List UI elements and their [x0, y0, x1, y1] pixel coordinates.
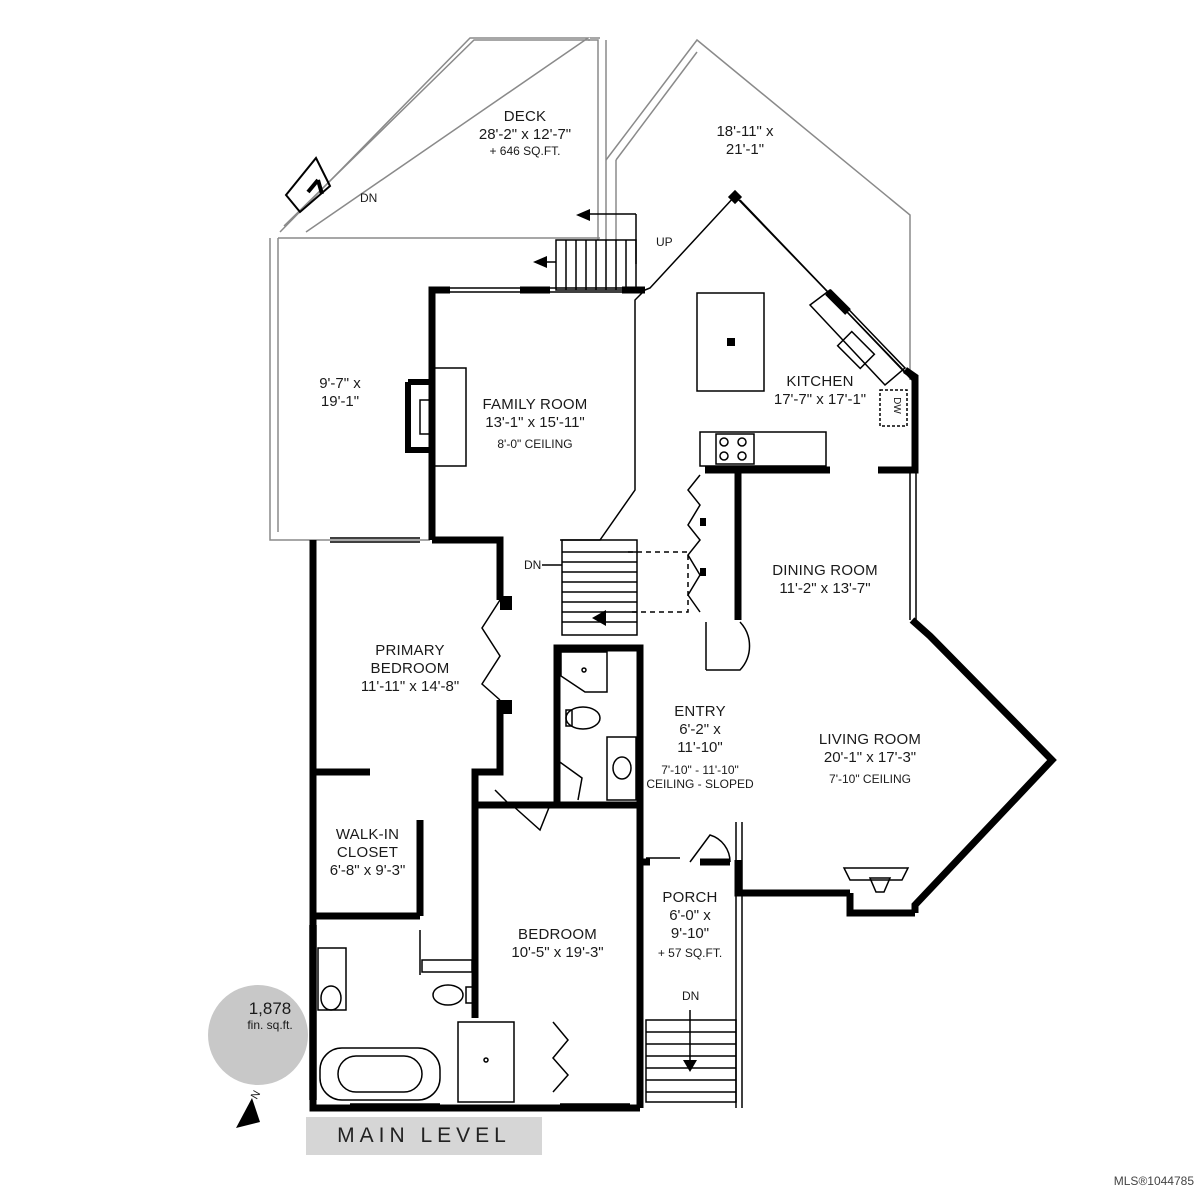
living-room-note: 7'-10" CEILING	[829, 772, 911, 786]
deck-up-label: UP	[656, 235, 673, 249]
deck-name: DECK	[503, 108, 547, 125]
island-post	[727, 338, 735, 346]
deck2-dims-line2: 21'-1"	[725, 141, 765, 158]
family-room-dims: 13'-1" x 15'-11"	[485, 414, 585, 431]
bedroom-name: BEDROOM	[518, 926, 597, 943]
living-room-name: LIVING ROOM	[818, 731, 922, 748]
area-circle	[208, 985, 308, 1085]
porch-dims-line2: 9'-10"	[670, 925, 710, 942]
area-unit: fin. sq.ft.	[247, 1017, 293, 1032]
bedroom-label: BEDROOM 10'-5" x 19'-3"	[490, 926, 625, 962]
porch-down-label: DN	[682, 989, 700, 1003]
kitchen-label: KITCHEN 17'-7" x 17'-1"	[760, 373, 880, 409]
deck-stairs-up	[546, 213, 637, 291]
porch-label: PORCH 6'-0" x 9'-10" + 57 SQ.FT.	[645, 889, 735, 960]
deck-stair-arrow	[306, 178, 324, 195]
dining-room-dims: 11'-2" x 13'-7"	[779, 580, 871, 597]
area-value: 1,878	[248, 999, 292, 1018]
kitchen-dark-counter	[825, 289, 851, 315]
family-room-name: FAMILY ROOM	[482, 396, 588, 413]
family-room-label: FAMILY ROOM 13'-1" x 15'-11" 8'-0" CEILI…	[460, 396, 610, 451]
mls-id: MLS®1044785	[1113, 1174, 1194, 1188]
bedroom-dims: 10'-5" x 19'-3"	[511, 944, 604, 961]
entry-note-line2: CEILING - SLOPED	[646, 777, 754, 792]
deck-stair-left	[284, 156, 332, 214]
entry-note-line1: 7'-10" - 11'-10"	[661, 763, 739, 777]
living-room-dims: 20'-1" x 17'-3"	[823, 749, 917, 766]
porch-name: PORCH	[662, 889, 718, 906]
deck2-label: 18'-11" x 21'-1"	[680, 123, 810, 159]
kitchen-dims: 17'-7" x 17'-1"	[773, 391, 867, 408]
deck-down-label: DN	[360, 191, 378, 205]
dishwasher-label: DW	[890, 397, 902, 414]
kitchen-post	[727, 189, 743, 205]
porch-stairs	[645, 1010, 737, 1103]
interior-down-label: DN	[524, 558, 542, 572]
arrow-left-icon	[533, 256, 547, 268]
entry-dims-line1: 6'-2" x	[679, 721, 721, 738]
living-room-label: LIVING ROOM 20'-1" x 17'-3" 7'-10" CEILI…	[795, 731, 945, 786]
closet-dims: 6'-8" x 9'-3"	[329, 862, 406, 879]
side-deck-label: 9'-7" x 19'-1"	[280, 375, 400, 411]
deck2-dims-line1: 18'-11" x	[716, 123, 774, 140]
walk-in-closet-label: WALK-IN CLOSET 6'-8" x 9'-3"	[315, 826, 420, 880]
dining-room-label: DINING ROOM 11'-2" x 13'-7"	[755, 562, 895, 598]
closet-name-line2: CLOSET	[336, 844, 399, 861]
north-arrow-icon	[236, 1098, 260, 1128]
dining-room-name: DINING ROOM	[772, 562, 878, 579]
deck-label: DECK 28'-2" x 12'-7" + 646 SQ.FT.	[445, 108, 605, 158]
bay-window	[842, 867, 910, 893]
deck-dims: 28'-2" x 12'-7"	[478, 126, 572, 143]
level-title: MAIN LEVEL	[306, 1117, 542, 1155]
primary-bedroom-label: PRIMARY BEDROOM 11'-11" x 14'-8"	[340, 642, 480, 696]
closet-name-line1: WALK-IN	[335, 826, 400, 843]
walls	[309, 286, 1057, 1112]
family-room-note: 8'-0" CEILING	[497, 437, 573, 451]
primary-bedroom-name-line1: PRIMARY	[375, 642, 445, 659]
entry-name: ENTRY	[674, 703, 726, 720]
entry-dims-line2: 11'-10"	[677, 739, 723, 756]
porch-note: + 57 SQ.FT.	[657, 946, 723, 960]
primary-bedroom-dims: 11'-11" x 14'-8"	[360, 678, 460, 695]
fireplace	[405, 367, 467, 467]
deck-note: + 646 SQ.FT.	[489, 144, 561, 158]
side-deck-dims-line2: 19'-1"	[320, 393, 360, 410]
bath-fixtures	[317, 651, 637, 1103]
stairs-arrow-icon	[592, 610, 606, 626]
porch-dims-line1: 6'-0" x	[669, 907, 711, 924]
kitchen-fixtures	[696, 289, 908, 467]
door-jambs	[500, 518, 706, 714]
side-deck-dims-line1: 9'-7" x	[319, 375, 361, 392]
area-badge: 1,878 fin. sq.ft.	[222, 999, 318, 1032]
entry-label: ENTRY 6'-2" x 11'-10" 7'-10" - 11'-10" C…	[640, 703, 760, 792]
doors	[481, 474, 751, 1093]
primary-bedroom-name-line2: BEDROOM	[370, 660, 450, 677]
kitchen-name: KITCHEN	[786, 373, 854, 390]
arrow-down-icon	[683, 1060, 697, 1072]
interior-stairs	[542, 539, 689, 636]
arrow-up-icon	[576, 209, 590, 221]
deck-outlines	[269, 37, 911, 541]
